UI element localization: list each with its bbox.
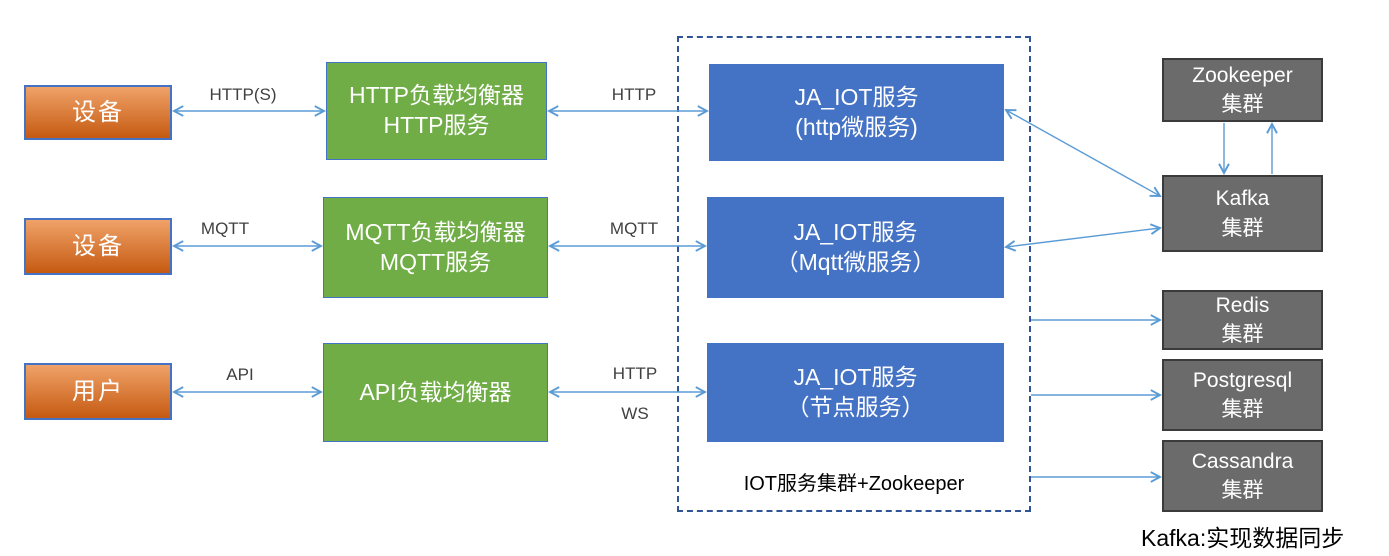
node-ja-iot-node-service-line1: JA_IOT服务 — [793, 363, 918, 390]
node-api-load-balancer: API负载均衡器 — [323, 343, 548, 442]
node-redis-cluster-line2: 集群 — [1221, 323, 1264, 346]
node-zookeeper-cluster: Zookeeper 集群 — [1162, 58, 1323, 122]
node-ja-iot-http-service: JA_IOT服务 (http微服务) — [709, 64, 1004, 161]
edge-label-http-ws-top: HTTP — [612, 364, 658, 383]
edge-label-api: API — [226, 365, 254, 384]
node-user-label: 用户 — [72, 377, 124, 405]
node-kafka-cluster-line1: Kafka — [1215, 187, 1270, 211]
node-kafka-cluster-line2: 集群 — [1221, 216, 1264, 240]
node-postgresql-cluster-line2: 集群 — [1221, 398, 1264, 421]
node-mqtt-load-balancer-line2: MQTT服务 — [379, 248, 492, 275]
node-http-load-balancer: HTTP负载均衡器 HTTP服务 — [326, 62, 547, 160]
node-mqtt-load-balancer-line1: MQTT负载均衡器 — [345, 218, 526, 245]
node-postgresql-cluster: Postgresql 集群 — [1162, 359, 1323, 431]
iot-cluster-box: IOT服务集群+Zookeeper — [677, 36, 1031, 512]
node-ja-iot-node-service-line2: （节点服务） — [786, 393, 925, 420]
edge-label-mqtt-right: MQTT — [609, 219, 659, 238]
iot-cluster-label: IOT服务集群+Zookeeper — [743, 473, 965, 495]
edge-svc-http-kafka — [1006, 110, 1160, 196]
edge-label-https: HTTP(S) — [209, 85, 277, 104]
edge-label-http-ws-bottom: WS — [621, 404, 649, 423]
node-device-2-label: 设备 — [72, 232, 124, 260]
node-http-load-balancer-line2: HTTP服务 — [383, 112, 490, 138]
node-kafka-cluster: Kafka 集群 — [1162, 175, 1323, 252]
node-ja-iot-mqtt-service: JA_IOT服务 （Mqtt微服务） — [707, 197, 1004, 298]
node-redis-cluster-line1: Redis — [1215, 293, 1270, 317]
node-redis-cluster: Redis 集群 — [1162, 290, 1323, 350]
node-user: 用户 — [24, 363, 172, 420]
edge-label-http: HTTP — [611, 85, 657, 104]
footnote-kafka-sync: Kafka:实现数据同步 — [1141, 525, 1345, 551]
node-cassandra-cluster: Cassandra 集群 — [1162, 440, 1323, 512]
node-http-load-balancer-line1: HTTP负载均衡器 — [348, 82, 525, 109]
node-ja-iot-mqtt-service-line1: JA_IOT服务 — [793, 218, 918, 245]
node-ja-iot-http-service-line1: JA_IOT服务 — [794, 83, 919, 110]
edge-label-mqtt-left: MQTT — [200, 219, 250, 238]
node-ja-iot-node-service: JA_IOT服务 （节点服务） — [707, 343, 1004, 442]
node-device-1-label: 设备 — [72, 98, 124, 126]
node-mqtt-load-balancer: MQTT负载均衡器 MQTT服务 — [323, 197, 548, 298]
node-ja-iot-mqtt-service-line2: （Mqtt微服务） — [775, 248, 936, 275]
node-api-load-balancer-line1: API负载均衡器 — [359, 378, 512, 405]
node-cassandra-cluster-line2: 集群 — [1221, 479, 1264, 502]
edge-svc-mqtt-kafka — [1006, 228, 1160, 247]
node-zookeeper-cluster-line1: Zookeeper — [1192, 63, 1293, 87]
node-postgresql-cluster-line1: Postgresql — [1192, 368, 1293, 392]
node-device-2: 设备 — [24, 218, 172, 275]
node-device-1: 设备 — [24, 85, 172, 140]
node-zookeeper-cluster-line2: 集群 — [1221, 93, 1264, 116]
node-cassandra-cluster-line1: Cassandra — [1191, 449, 1294, 473]
node-ja-iot-http-service-line2: (http微服务) — [795, 113, 918, 140]
